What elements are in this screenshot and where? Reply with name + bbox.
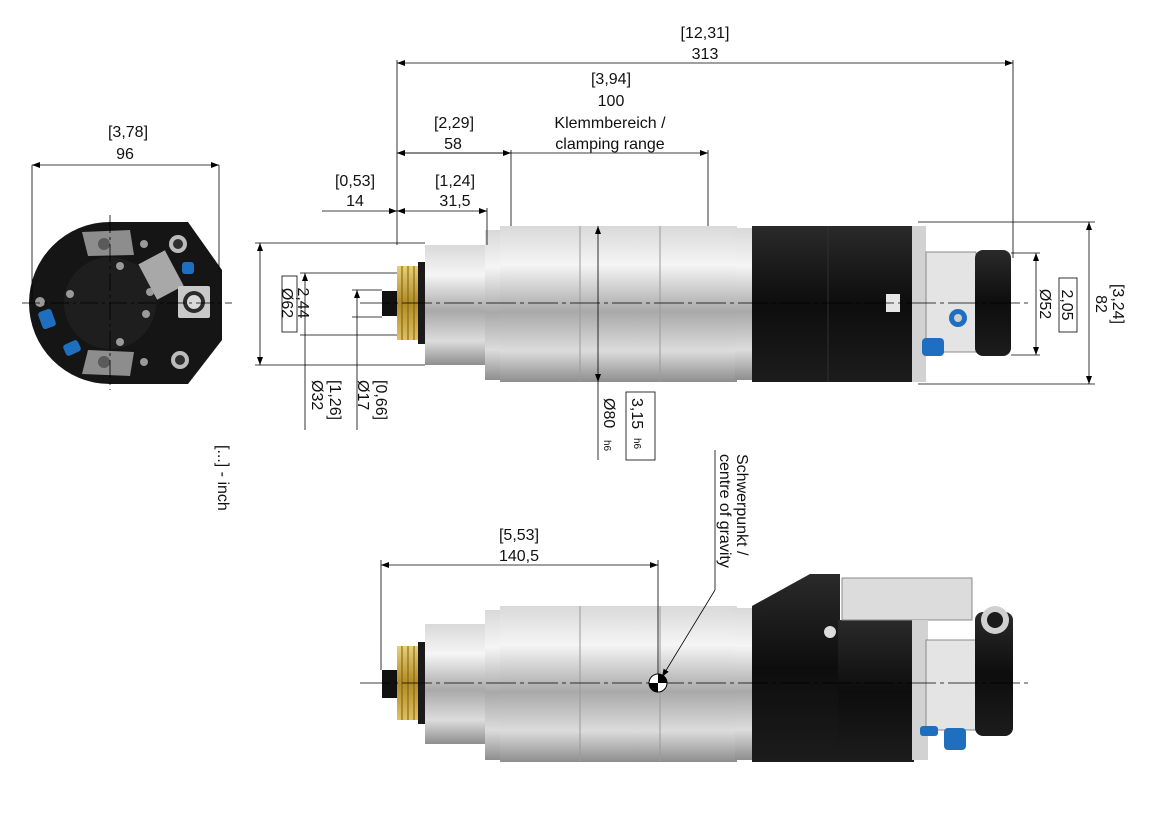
overall-length-mm: 313 — [692, 46, 719, 63]
valve-assembly — [841, 577, 973, 621]
dim-tip-collar: [0,53] 14 [1,24] 31,5 — [322, 173, 488, 245]
air-fitting — [38, 308, 56, 330]
collar — [425, 245, 487, 365]
side-view-cog — [360, 574, 1030, 762]
dia-17-inch: [0,66] — [372, 380, 389, 420]
spindle-tip — [382, 291, 400, 316]
dia-52-mm: Ø52 — [1036, 289, 1053, 319]
front-width-inch: [3,78] — [108, 124, 148, 141]
cog-distance-mm: 140,5 — [499, 548, 539, 565]
dim-clamp-range: [3,94] 100 Klemmbereich / clamping range — [397, 71, 709, 226]
front-view — [22, 215, 232, 390]
motor-housing — [752, 574, 840, 762]
valve-block — [138, 250, 184, 300]
dim-diameters-right: Ø52 2,05 82 [3,24] — [918, 221, 1126, 385]
cog-label-en: centre of gravity — [716, 454, 733, 568]
dia-62-mm: Ø62 — [278, 288, 295, 318]
dia-32-mm: Ø32 — [308, 380, 325, 410]
dim-front-width: [3,78] 96 — [31, 124, 220, 300]
dim-body-offset: [2,29] 58 — [397, 115, 511, 156]
collar-length-inch: [1,24] — [435, 173, 475, 190]
front-width-mm: 96 — [116, 146, 134, 163]
dia-80-tol: h6 — [601, 440, 612, 452]
tip-length-inch: [0,53] — [335, 173, 375, 190]
dia-52-inch: 2,05 — [1058, 289, 1075, 320]
body-offset-inch: [2,29] — [434, 115, 474, 132]
air-fitting — [63, 340, 81, 356]
dim-dia-80: Ø80 h6 3,15 h6 — [595, 226, 656, 461]
dim-diameters-left: Ø62 2,44 Ø32 [1,26] Ø17 [0,66] — [255, 242, 425, 430]
height-82-mm: 82 — [1092, 295, 1109, 313]
main-body — [500, 226, 737, 382]
cog-distance-inch: [5,53] — [499, 527, 539, 544]
height-82-inch: [3,24] — [1109, 284, 1126, 324]
clamp-label-en: clamping range — [555, 136, 665, 153]
clamp-label-de: Klemmbereich / — [554, 115, 666, 132]
tip-length-mm: 14 — [346, 193, 364, 210]
dia-80-mm: Ø80 — [600, 398, 617, 428]
side-view — [360, 226, 1030, 382]
air-fitting — [182, 262, 194, 274]
dim-overall-length: [12,31] 313 — [396, 25, 1014, 258]
collar-length-mm: 31,5 — [439, 193, 470, 210]
dia-17-mm: Ø17 — [354, 380, 371, 410]
valve-plate — [912, 226, 926, 382]
clamp-end-inch: [3,94] — [591, 71, 631, 88]
overall-length-inch: [12,31] — [681, 25, 730, 42]
dia-32-inch: [1,26] — [326, 380, 343, 420]
dia-62-inch: 2,44 — [294, 287, 311, 318]
cog-marker — [648, 673, 668, 693]
body-offset-mm: 58 — [444, 136, 462, 153]
dia-80-inch-tol: h6 — [631, 438, 642, 450]
inch-legend: [...] - inch — [214, 445, 231, 511]
cog-label-de: Schwerpunkt / — [733, 454, 750, 556]
dia-80-inch: 3,15 — [628, 398, 645, 429]
dim-cog: [5,53] 140,5 Schwerpunkt / centre of gra… — [380, 450, 750, 678]
clamp-end-mm: 100 — [598, 93, 625, 110]
